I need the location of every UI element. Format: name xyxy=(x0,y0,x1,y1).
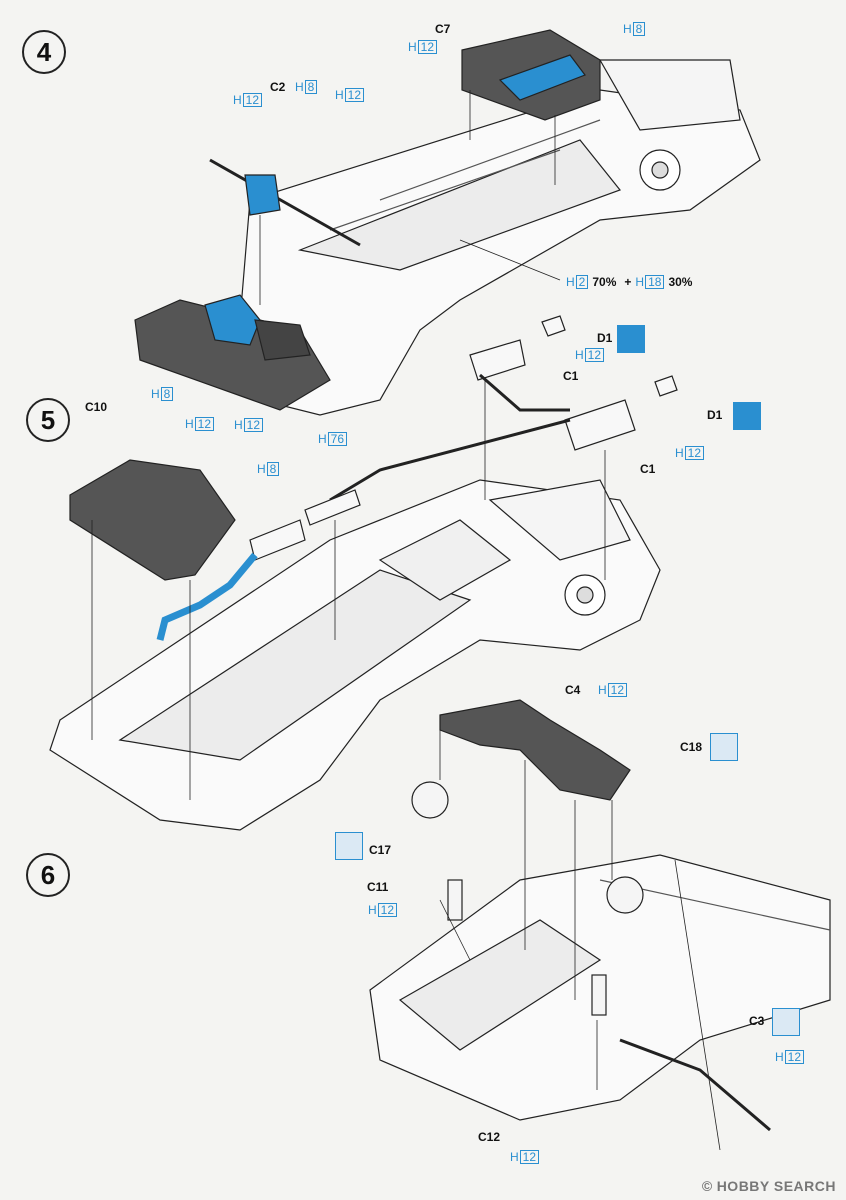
no-cement-icon xyxy=(335,832,363,860)
step5-leader-lines xyxy=(91,380,606,800)
step6-suspension-parts xyxy=(411,781,771,1132)
step6-leader-lines xyxy=(439,730,721,1151)
watermark-text: HOBBY SEARCH xyxy=(716,1178,836,1194)
part-label-c2: C2 xyxy=(270,80,286,94)
step4-chassis xyxy=(239,59,761,416)
step5-exhaust xyxy=(156,339,636,641)
part-label-c10: C10 xyxy=(85,400,108,414)
part-label-d1: D1 xyxy=(597,331,613,345)
step4-leader-lines xyxy=(259,90,561,305)
step4-driveshaft xyxy=(209,158,361,247)
part-label-c1: C1 xyxy=(640,462,656,476)
part-label-d1: D1 xyxy=(707,408,723,422)
part-label-c7: C7 xyxy=(435,22,451,36)
step4-fuel-tank xyxy=(461,29,601,121)
part-label-c4: C4 xyxy=(565,683,581,697)
step4-engine-block xyxy=(134,294,331,411)
part-label-c17: C17 xyxy=(369,843,392,857)
step-number-5: 5 xyxy=(26,398,70,442)
part-label-c3: C3 xyxy=(749,1014,765,1028)
step-number-4: 4 xyxy=(22,30,66,74)
part-label-c1: C1 xyxy=(563,369,579,383)
step5-mufflers xyxy=(541,315,678,397)
part-label-c11: C11 xyxy=(367,880,389,894)
cement-icon xyxy=(617,325,645,353)
step5-engine-bracket xyxy=(69,459,236,581)
step-number-6: 6 xyxy=(26,853,70,897)
step6-crossmember xyxy=(439,699,631,801)
copyright-icon: © xyxy=(701,1178,713,1194)
no-cement-icon xyxy=(710,733,738,761)
cement-icon xyxy=(733,402,761,430)
step5-chassis xyxy=(49,479,661,831)
watermark: © HOBBY SEARCH xyxy=(702,1178,836,1194)
part-label-c18: C18 xyxy=(680,740,703,754)
no-cement-icon xyxy=(772,1008,800,1036)
part-label-c12: C12 xyxy=(478,1130,501,1144)
